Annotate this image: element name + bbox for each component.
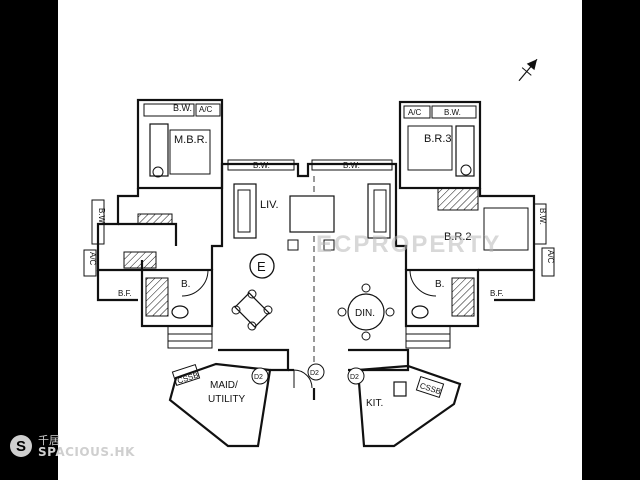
ac-label-br3: A/C: [408, 108, 422, 117]
entry-hall: [288, 368, 316, 400]
utility-label: UTILITY: [208, 394, 246, 405]
bathroom-label-right: B.: [435, 279, 444, 290]
ac-label-left: A/C: [88, 252, 97, 266]
bay-window-label-br3: B.W.: [444, 108, 461, 117]
door-tag-label-2: D2: [310, 370, 319, 377]
north-arrow-icon: [518, 58, 538, 82]
bedroom-3-label: B.R.3: [424, 133, 452, 145]
left-bathroom: [140, 268, 214, 328]
maid-utility-room: [168, 348, 290, 448]
bay-window-label-living-left: B.W.: [253, 161, 270, 170]
mbr-label: M.B.R.: [174, 134, 208, 146]
watermark-text: ECPROPERTY: [316, 231, 501, 258]
left-wing-walls: [83, 188, 178, 302]
bay-window-label-br2: B.W.: [538, 208, 547, 225]
kitchen-label: KIT.: [366, 398, 383, 409]
bf-label-left: B.F.: [118, 289, 132, 298]
dining-table-left: [231, 289, 273, 331]
bay-window-label-mbr: B.W.: [173, 103, 192, 113]
bedroom-2-label: B.R.2: [444, 231, 472, 243]
master-bedroom: [136, 98, 224, 190]
floor-plan-sheet: B.W. A/C M.B.R. B.W. A/C B.F. B. B.W. B.…: [58, 0, 582, 480]
dining-table-right: [337, 283, 395, 341]
entrance-marker: E: [249, 253, 275, 279]
left-ledge: [167, 325, 213, 349]
living-furniture: [233, 183, 391, 251]
logo-mark-icon: S: [10, 435, 32, 457]
door-tag-maid: D2: [251, 367, 269, 385]
door-tag-entry: D2: [307, 363, 325, 381]
ac-label-mbr: A/C: [199, 105, 213, 114]
kitchen: [348, 348, 462, 448]
door-tag-label-3: D2: [350, 374, 359, 381]
maid-label: MAID/: [210, 380, 238, 391]
bedroom-2: [437, 187, 555, 302]
living-room-label: LIV.: [260, 199, 279, 211]
dining-room-label: DIN.: [355, 308, 375, 319]
logo-text: 千居 SPACIOUS.HK: [38, 435, 135, 458]
entrance-label: E: [257, 259, 266, 274]
bathroom-label-left: B.: [181, 279, 190, 290]
right-ledge: [405, 325, 451, 349]
door-tag-kitchen: D2: [347, 367, 365, 385]
cssb-label-left: CSSB: [176, 370, 200, 385]
door-tag-label-1: D2: [254, 374, 263, 381]
ac-label-br2: A/C: [546, 250, 555, 264]
bf-label-right: B.F.: [490, 289, 504, 298]
bedroom-3: [398, 100, 482, 190]
logo-name: SPACIOUS.HK: [38, 444, 135, 459]
floor-plan-diagram: B.W. A/C M.B.R. B.W. A/C B.F. B. B.W. B.…: [83, 58, 555, 448]
bay-window-label-left: B.W.: [97, 208, 106, 225]
spacious-logo: S 千居 SPACIOUS.HK: [10, 428, 135, 464]
bay-window-label-living-right: B.W.: [343, 161, 360, 170]
logo-chinese: 千居: [38, 433, 60, 447]
